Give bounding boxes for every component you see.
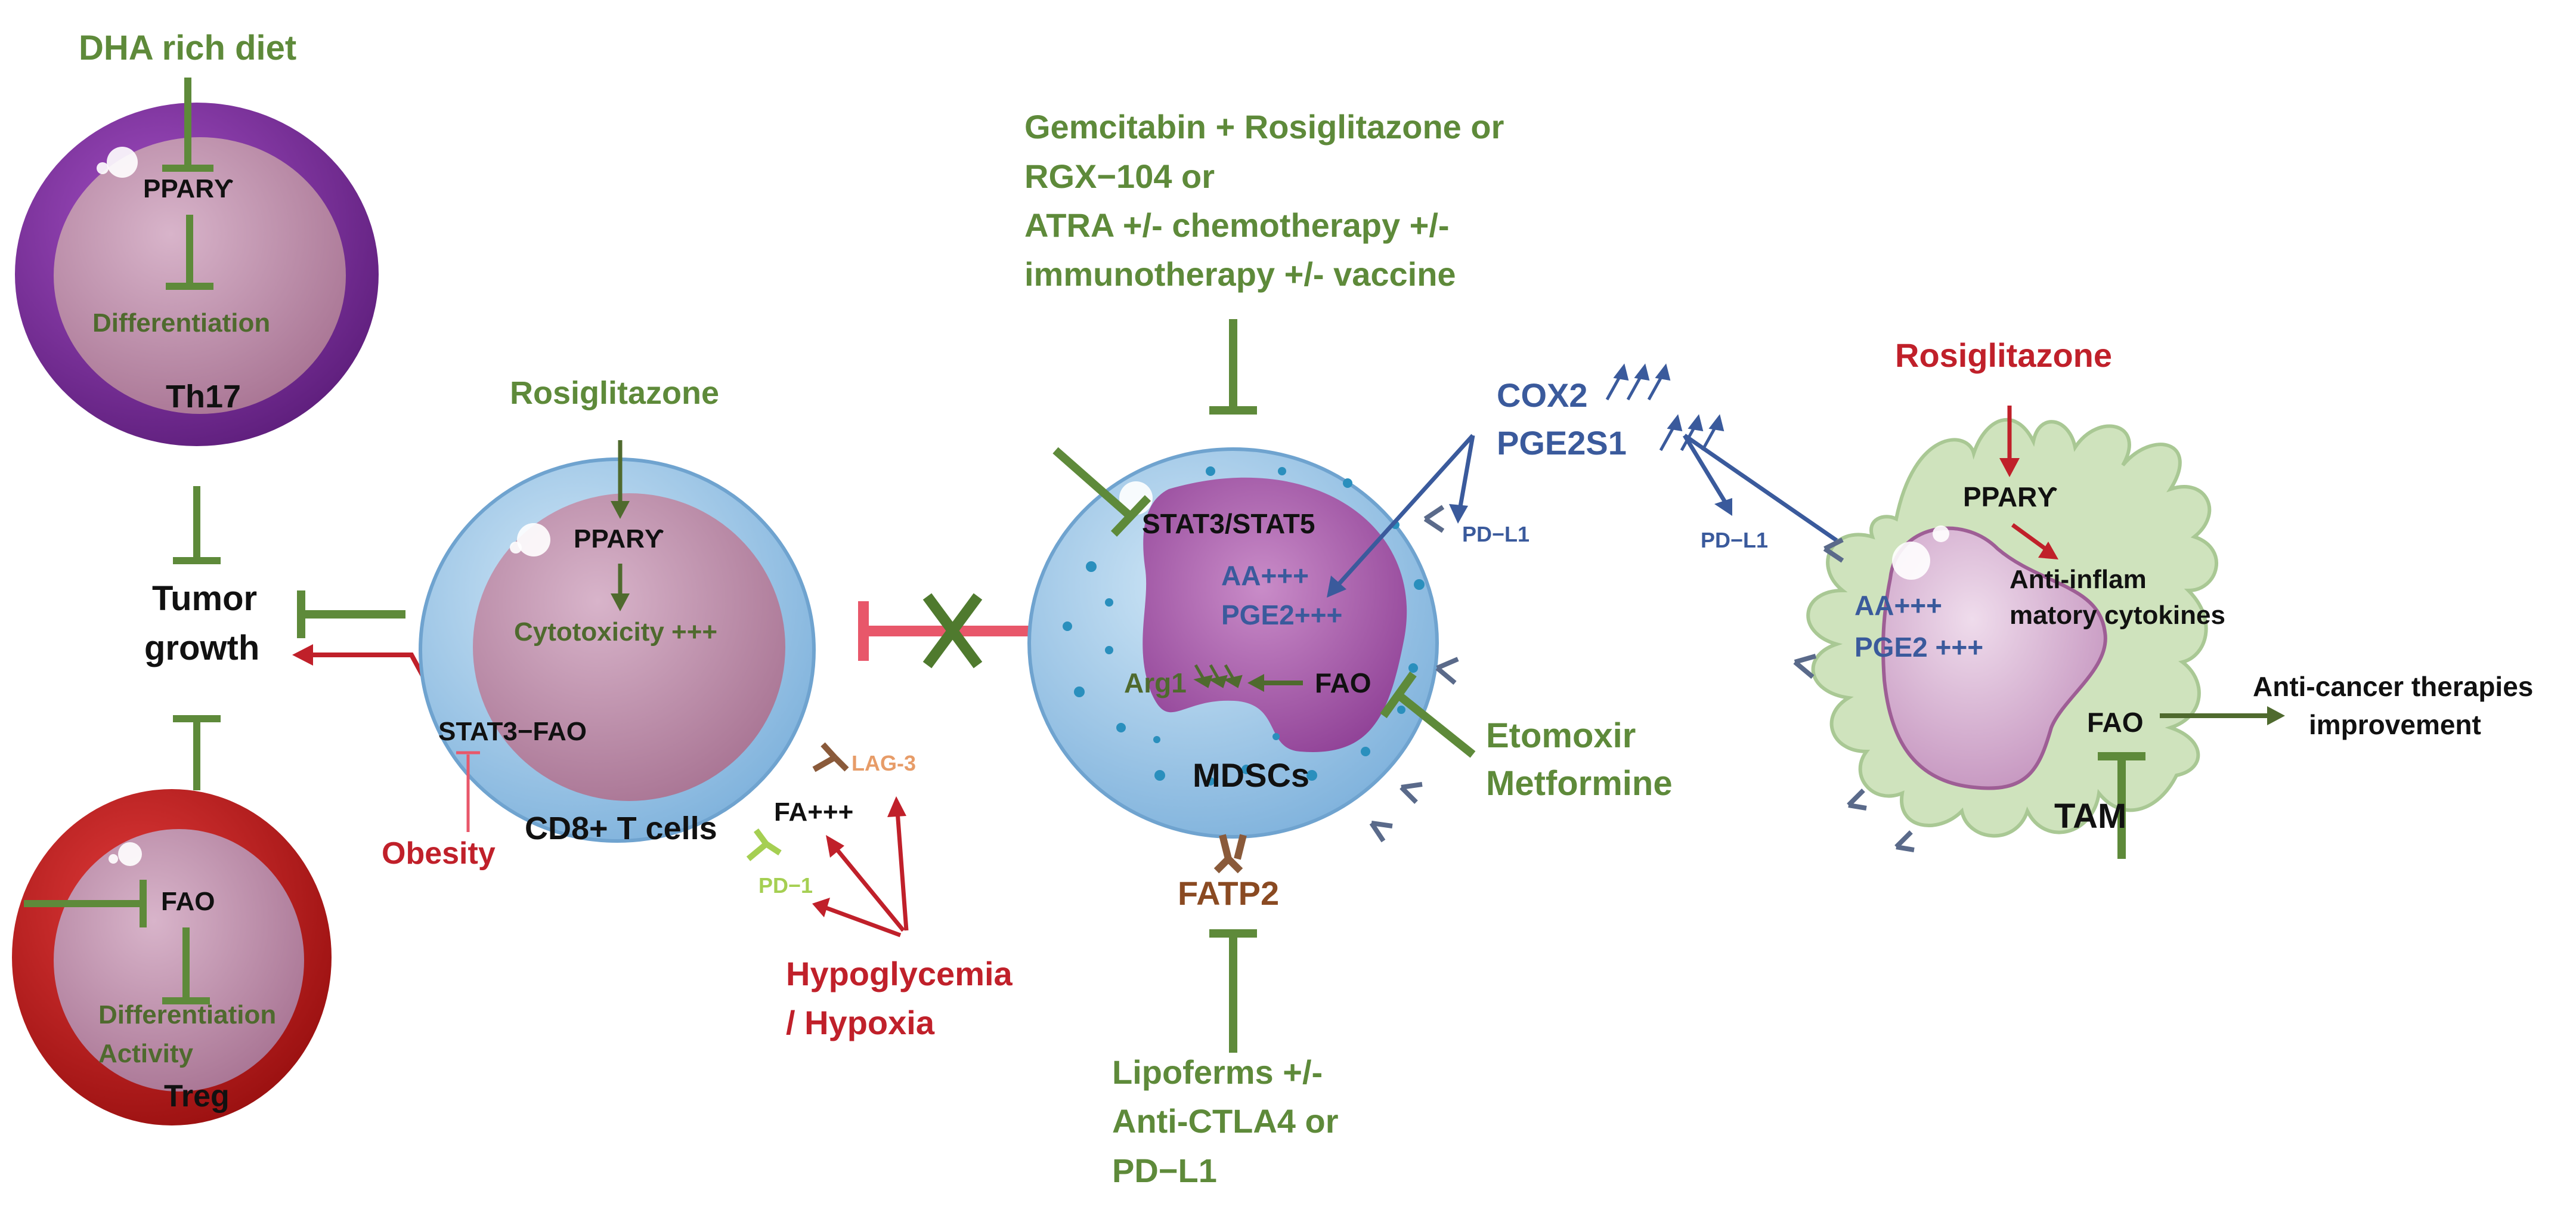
th17-highlight-small: [97, 162, 109, 174]
pdl1-mdsc-label: PD−L1: [1462, 522, 1530, 546]
mdsc-granules: [1063, 466, 1425, 786]
cd8-highlight: [517, 523, 550, 556]
treg-fao-label: FAO: [161, 887, 215, 916]
cross-out-x-b: [922, 593, 983, 669]
cd8-cytotoxicity-label: Cytotoxicity +++: [514, 617, 718, 647]
tam-fao-label: FAO: [2087, 707, 2144, 738]
metformine-label: Metformine: [1486, 764, 1673, 803]
treg-activity-label: Activity: [98, 1039, 193, 1068]
tumor-growth-label-2: growth: [144, 629, 260, 667]
rosiglitazone-tam-label: Rosiglitazone: [1895, 336, 2113, 374]
lag3-receptor: [812, 742, 849, 772]
tumor-growth-label-1: Tumor: [152, 579, 258, 618]
mdsc-stat3-stat5-label: STAT3/STAT5: [1142, 508, 1315, 539]
cox2-label: COX2: [1497, 376, 1588, 414]
mdsc-cd8-inhibition: [858, 593, 1044, 669]
th17-differentiation-label: Differentiation: [92, 308, 271, 338]
lipoferms-label-2: Anti-CTLA4 or: [1112, 1102, 1339, 1140]
pdl1-tam-label: PD−L1: [1701, 528, 1769, 552]
mdsc-pge2-label: PGE2+++: [1221, 599, 1343, 630]
treg-nucleus: [54, 829, 304, 1091]
mdsc-aa-label: AA+++: [1221, 560, 1309, 591]
treg-highlight: [118, 842, 142, 866]
etomoxir-label: Etomoxir: [1486, 716, 1636, 755]
dha-diet-label: DHA rich diet: [79, 29, 297, 67]
treg-highlight-small: [109, 854, 118, 864]
ppar-cyto-arrowhead: [611, 593, 630, 611]
tam-highlight: [1892, 542, 1930, 580]
th17-highlight: [107, 147, 138, 178]
gemcitabin-label-2: RGX−104 or: [1024, 157, 1215, 195]
rosi-cd8-arrowhead: [611, 501, 630, 519]
gemcitabin-label-1: Gemcitabin + Rosiglitazone or: [1024, 108, 1504, 146]
tam-anti-inflam-label-2: matory cytokines: [2010, 601, 2225, 630]
fatp2-label: FATP2: [1178, 874, 1280, 912]
tam-highlight-small: [1933, 525, 1949, 542]
anticancer-label-2: improvement: [2309, 709, 2481, 740]
mdsc-cell: [1027, 319, 1476, 1053]
tam-anti-inflam-label-1: Anti-inflam: [2010, 565, 2147, 594]
cd8-highlight-small: [510, 542, 522, 553]
th17-name-label: Th17: [166, 379, 242, 415]
fatp2-receptor: [1213, 834, 1247, 874]
anticancer-label-1: Anti-cancer therapies: [2253, 671, 2534, 702]
th17-ppar-label: PPARƳ: [143, 174, 234, 203]
etomoxir-inhibit-line: [1395, 691, 1476, 758]
gemcitabin-label-3: ATRA +/- chemotherapy +/-: [1024, 206, 1450, 244]
arg1-increase-arrows: [1193, 664, 1243, 688]
treg-name-label: Treg: [164, 1079, 230, 1114]
cox2-up-arrows: [1605, 363, 1724, 452]
cd8-ppar-label: PPARƳ: [574, 524, 665, 553]
th17-nucleus: [54, 137, 346, 414]
mdsc-arg1-label: Arg1: [1124, 667, 1187, 698]
ppar-anti-arrow-line: [2011, 523, 2047, 551]
th17-cell: [15, 78, 379, 446]
pd1-receptor: [746, 828, 782, 861]
tam-aa-label: AA+++: [1854, 590, 1943, 621]
rosi-tam-arrowhead: [1999, 458, 2020, 477]
tam-pge2-label: PGE2 +++: [1854, 632, 1984, 663]
mdsc-receptors: [1369, 505, 1459, 843]
tam-nucleus: [1881, 526, 2107, 790]
hypoglycemia-label: Hypoglycemia: [786, 955, 1013, 992]
ppar-anti-arrowhead: [2038, 542, 2058, 559]
tam-name-label: TAM: [2054, 797, 2127, 836]
stat3-inhibit-bar: [1110, 495, 1151, 537]
lipoferms-label-3: PD−L1: [1112, 1152, 1217, 1189]
stat3-inhibit-line: [1052, 447, 1133, 519]
rosiglitazone-cd8-label: Rosiglitazone: [510, 375, 720, 411]
pd1-label: PD−1: [758, 873, 813, 898]
obesity-label: Obesity: [382, 836, 496, 871]
fa-label: FA+++: [774, 797, 854, 827]
pge2s1-label: PGE2S1: [1497, 424, 1627, 462]
hypoxia-label: / Hypoxia: [786, 1004, 934, 1041]
lag3-label: LAG-3: [852, 751, 916, 775]
cd8-name-label: CD8+ T cells: [525, 811, 717, 846]
tam-receptors: [1793, 537, 1915, 852]
mdsc-fao-label: FAO: [1315, 667, 1371, 698]
hypoxia-arrows: [812, 796, 909, 938]
cd8-stat3-fao-label: STAT3−FAO: [438, 717, 587, 746]
tam-cell: [1793, 406, 2285, 859]
cd8-cell: [419, 440, 849, 861]
fao-arg1-arrowhead: [1247, 674, 1264, 692]
treg-differentiation-label: Differentiation: [98, 1000, 277, 1029]
stat3-tumor-arrowhead: [292, 644, 313, 666]
gemcitabin-label-4: immunotherapy +/- vaccine: [1024, 255, 1456, 293]
lipoferms-label-1: Lipoferms +/-: [1112, 1053, 1323, 1091]
mdsc-name-label: MDSCs: [1193, 756, 1310, 794]
tam-ppar-label: PPARƳ: [1963, 481, 2058, 512]
treg-cell: [12, 789, 332, 1125]
tam-fao-arrowhead: [2267, 706, 2285, 725]
etomoxir-inhibit-bar: [1380, 671, 1417, 719]
cd8-nucleus: [473, 493, 785, 801]
